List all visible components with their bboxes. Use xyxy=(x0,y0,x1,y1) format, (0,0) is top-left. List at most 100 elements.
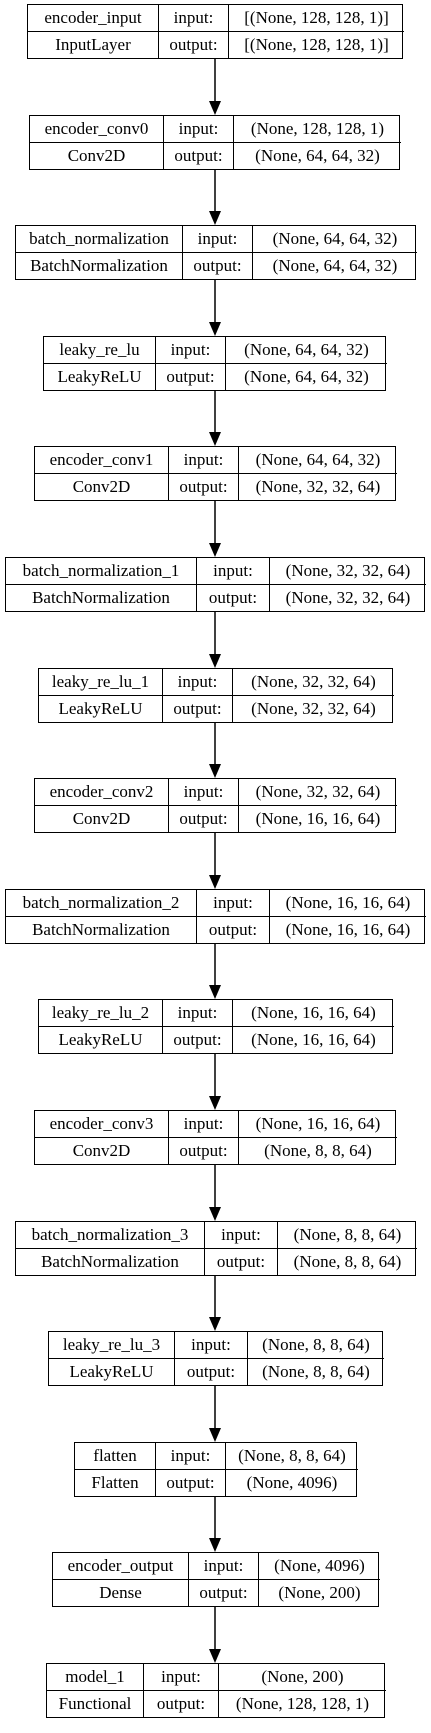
input-label: input: xyxy=(188,1553,258,1580)
input-label: input: xyxy=(155,1443,225,1470)
layer-name: encoder_conv3 xyxy=(35,1111,168,1138)
layer-type: Functional xyxy=(58,1694,132,1714)
output-label: output: xyxy=(196,584,269,611)
output-shape: (None, 64, 64, 32) xyxy=(225,363,387,390)
layer-type: BatchNormalization xyxy=(41,1252,179,1272)
input-label: input: xyxy=(196,558,269,585)
input-shape: (None, 8, 8, 64) xyxy=(247,1332,384,1359)
input-shape: (None, 16, 16, 64) xyxy=(232,1000,394,1027)
output-label: output: xyxy=(163,142,233,169)
output-label: output: xyxy=(174,1358,247,1385)
output-label: output: xyxy=(182,252,252,279)
output-label: output: xyxy=(188,1579,258,1606)
input-shape: (None, 16, 16, 64) xyxy=(238,1111,397,1138)
output-label: output: xyxy=(168,473,238,500)
layer-type: BatchNormalization xyxy=(32,920,170,940)
layer-name: model_1 xyxy=(47,1664,143,1691)
output-shape: (None, 16, 16, 64) xyxy=(269,916,426,943)
layer-name: batch_normalization xyxy=(16,226,182,253)
output-shape: [(None, 128, 128, 1)] xyxy=(228,31,404,58)
output-shape: (None, 8, 8, 64) xyxy=(247,1358,384,1385)
output-label: output: xyxy=(158,31,228,58)
input-shape: (None, 200) xyxy=(218,1664,386,1691)
arrow-down-icon xyxy=(209,875,221,889)
layer-name: leaky_re_lu_1 xyxy=(39,669,162,696)
layer-type: Conv2D xyxy=(72,477,131,497)
input-label: input: xyxy=(162,1000,232,1027)
arrow-down-icon xyxy=(209,654,221,668)
layer-name: encoder_conv0 xyxy=(30,116,163,143)
output-shape: (None, 200) xyxy=(258,1579,380,1606)
layer-name: encoder_conv1 xyxy=(35,447,168,474)
arrow-down-icon xyxy=(209,322,221,336)
input-label: input: xyxy=(168,779,238,806)
input-shape: (None, 64, 64, 32) xyxy=(225,337,387,364)
input-label: input: xyxy=(155,337,225,364)
layer-type: LeakyReLU xyxy=(69,1362,154,1382)
input-shape: (None, 128, 128, 1) xyxy=(233,116,401,143)
output-label: output: xyxy=(155,1469,225,1496)
arrow-down-icon xyxy=(209,432,221,446)
arrow-down-icon xyxy=(209,543,221,557)
output-shape: (None, 16, 16, 64) xyxy=(232,1026,394,1053)
input-shape: (None, 64, 64, 32) xyxy=(252,226,417,253)
input-label: input: xyxy=(143,1664,218,1691)
arrow-down-icon xyxy=(209,1207,221,1221)
input-shape: (None, 32, 32, 64) xyxy=(269,558,426,585)
output-label: output: xyxy=(143,1690,218,1717)
output-label: output: xyxy=(162,1026,232,1053)
input-label: input: xyxy=(168,447,238,474)
layer-name: batch_normalization_2 xyxy=(6,890,196,917)
input-shape: [(None, 128, 128, 1)] xyxy=(228,5,404,32)
output-shape: (None, 128, 128, 1) xyxy=(218,1690,386,1717)
arrow-down-icon xyxy=(209,1428,221,1442)
layer-name: flatten xyxy=(75,1443,155,1470)
layer-type: LeakyReLU xyxy=(58,699,143,719)
layer-name: leaky_re_lu_2 xyxy=(39,1000,162,1027)
input-shape: (None, 64, 64, 32) xyxy=(238,447,397,474)
output-label: output: xyxy=(204,1248,277,1275)
input-label: input: xyxy=(163,116,233,143)
layer-type: LeakyReLU xyxy=(57,367,142,387)
arrow-down-icon xyxy=(209,1538,221,1552)
layer-type: Conv2D xyxy=(72,1141,131,1161)
input-label: input: xyxy=(168,1111,238,1138)
layer-name: encoder_output xyxy=(53,1553,188,1580)
layer-type: Conv2D xyxy=(67,146,126,166)
arrow-down-icon xyxy=(209,985,221,999)
input-shape: (None, 32, 32, 64) xyxy=(232,669,394,696)
output-label: output: xyxy=(168,1137,238,1164)
layer-type: LeakyReLU xyxy=(58,1030,143,1050)
layer-type: InputLayer xyxy=(55,35,131,55)
output-shape: (None, 64, 64, 32) xyxy=(252,252,417,279)
input-shape: (None, 8, 8, 64) xyxy=(277,1222,417,1249)
arrow-down-icon xyxy=(209,101,221,115)
layer-type: BatchNormalization xyxy=(30,256,168,276)
output-label: output: xyxy=(196,916,269,943)
output-shape: (None, 32, 32, 64) xyxy=(269,584,426,611)
output-label: output: xyxy=(168,805,238,832)
output-shape: (None, 64, 64, 32) xyxy=(233,142,401,169)
output-shape: (None, 8, 8, 64) xyxy=(277,1248,417,1275)
input-label: input: xyxy=(204,1222,277,1249)
layer-name: encoder_input xyxy=(28,5,158,32)
layer-name: batch_normalization_3 xyxy=(16,1222,204,1249)
arrow-down-icon xyxy=(209,764,221,778)
arrow-down-icon xyxy=(209,1096,221,1110)
input-label: input: xyxy=(174,1332,247,1359)
output-shape: (None, 32, 32, 64) xyxy=(232,695,394,722)
layer-name: leaky_re_lu xyxy=(44,337,155,364)
output-shape: (None, 8, 8, 64) xyxy=(238,1137,397,1164)
input-shape: (None, 4096) xyxy=(258,1553,380,1580)
